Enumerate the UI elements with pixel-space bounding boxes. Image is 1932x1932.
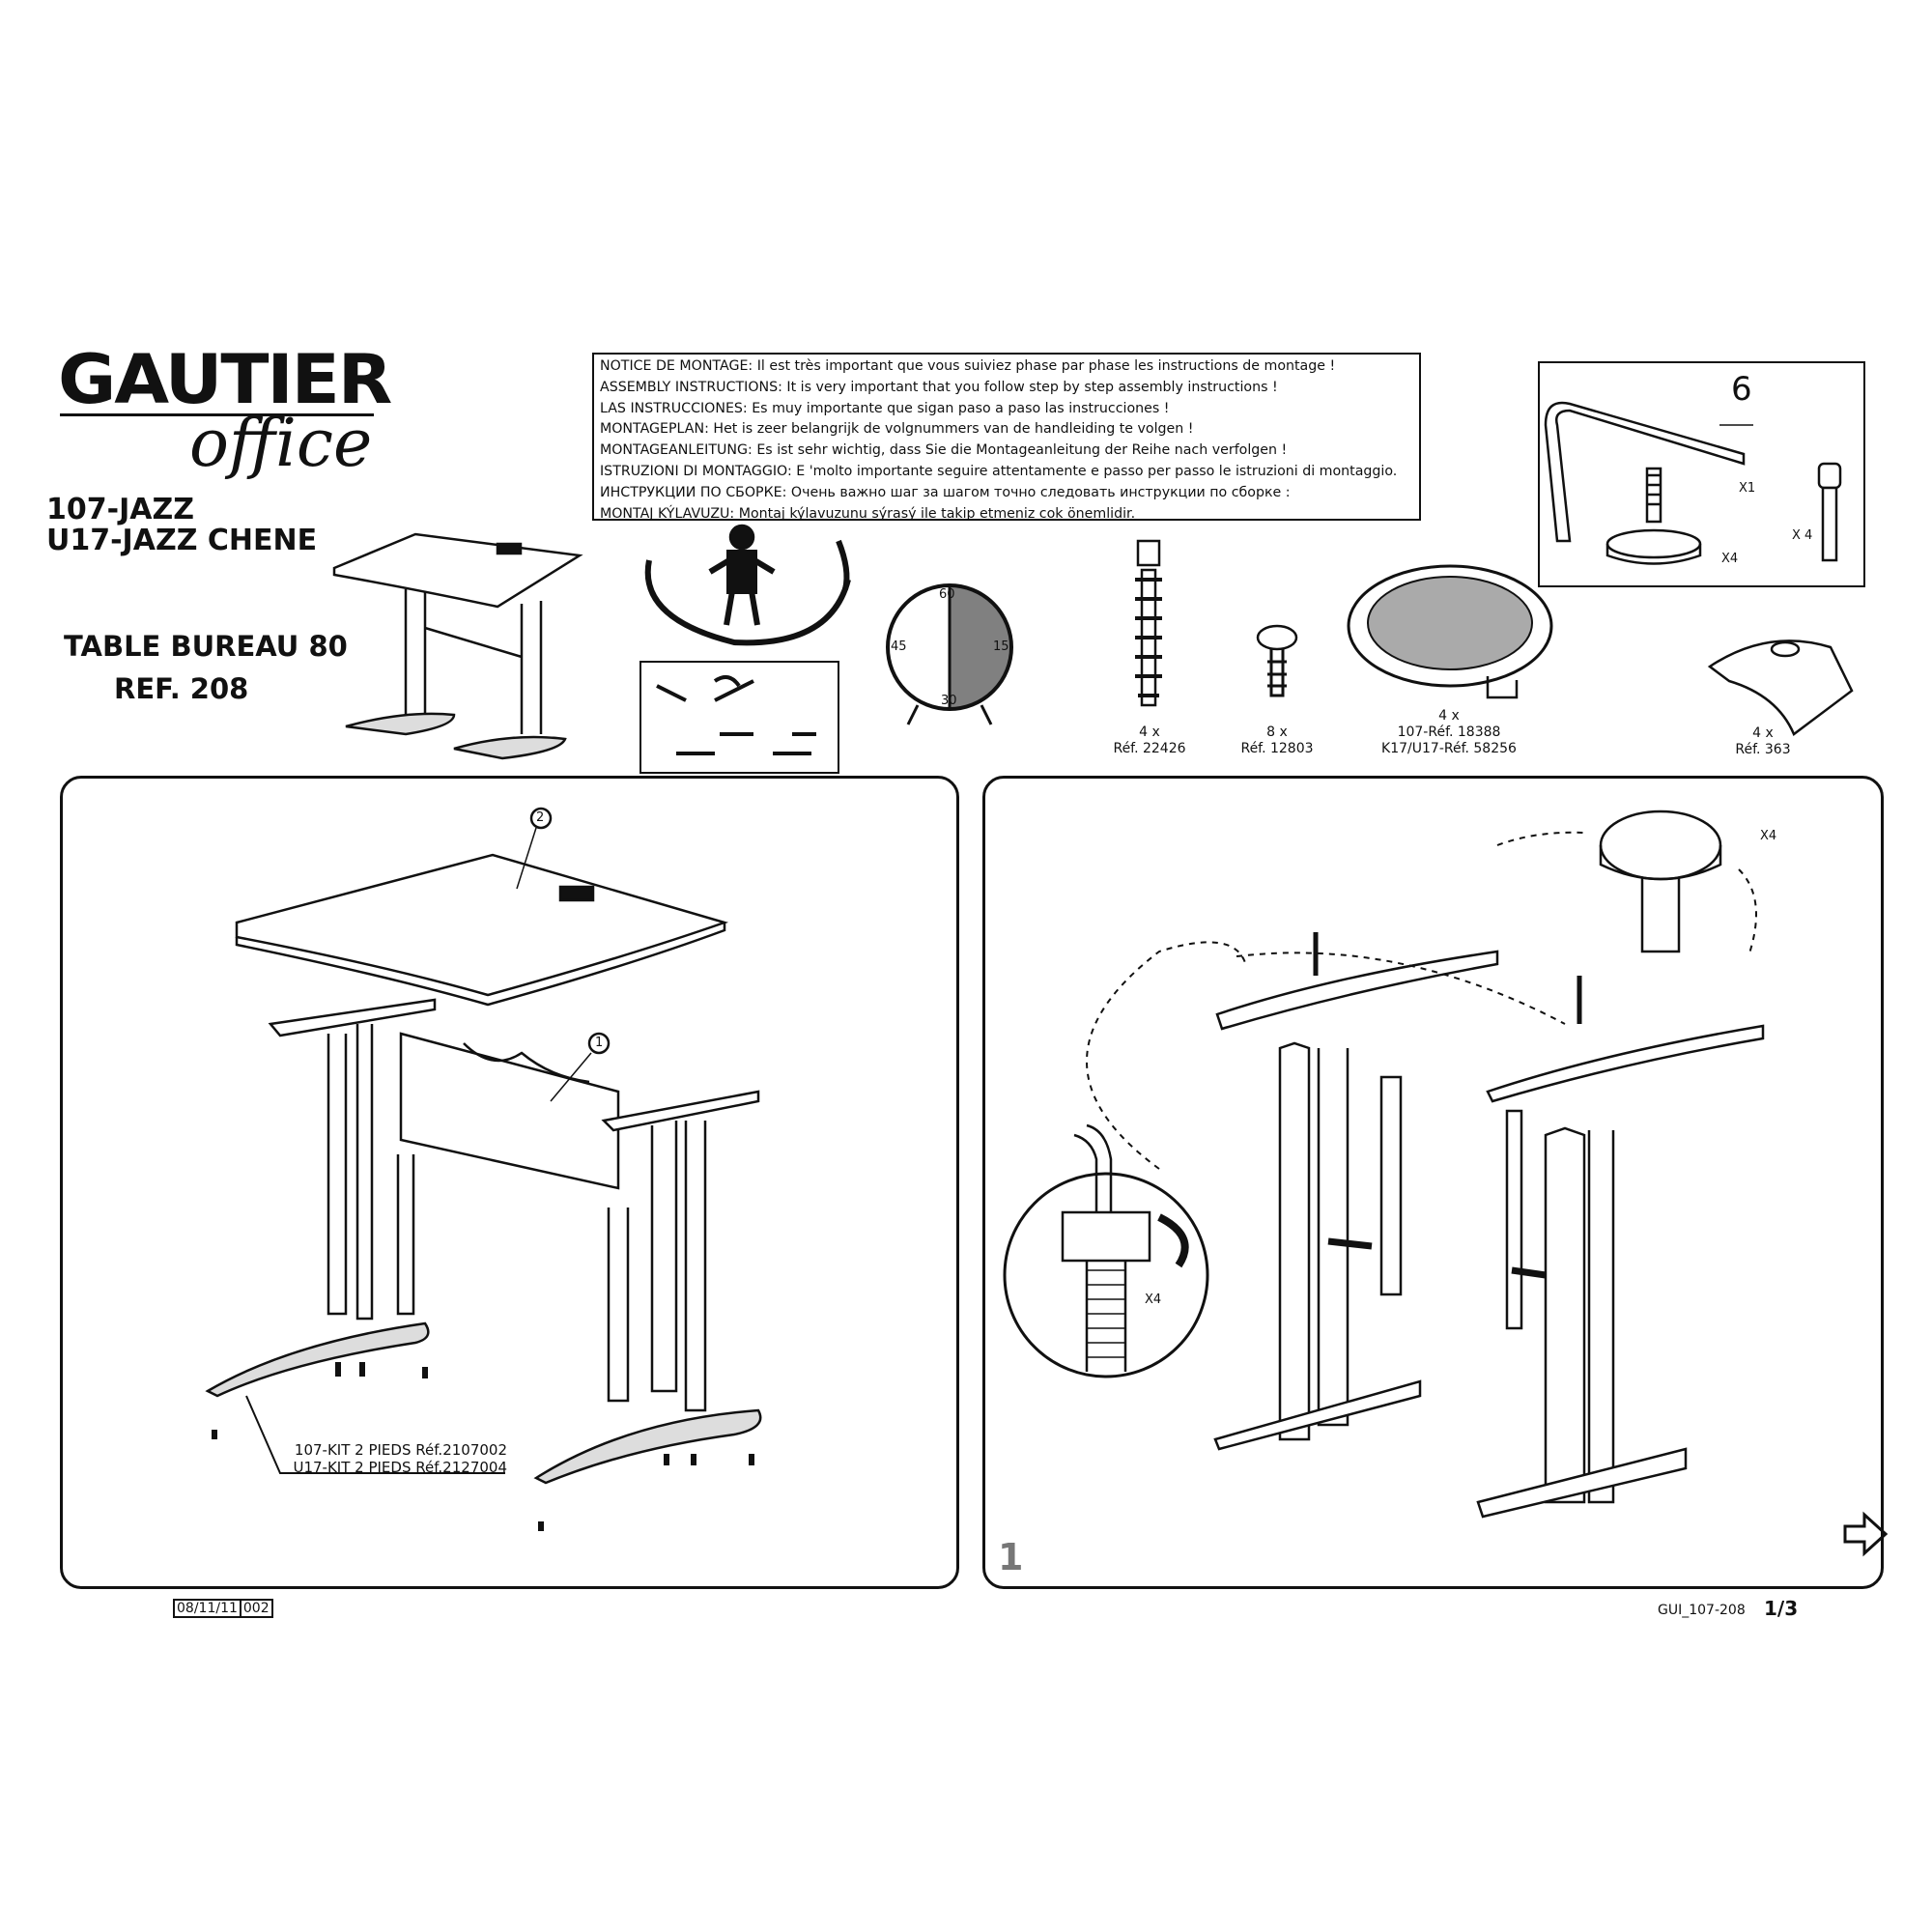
notice-line: MONTAJ KÝLAVUZU: Montaj kýlavuzunu sýras… [600,505,1136,521]
two-person-icon [644,524,851,646]
model-name-1: 107-JAZZ [46,493,194,526]
notice-line: MONTAGEPLAN: Het is zeer belangrijk de v… [600,421,1194,438]
clock-label-45: 45 [891,639,907,654]
brand-logo: GAUTIER [58,340,392,419]
clock-label-30: 30 [941,694,957,708]
hex-key-size: 6 [1731,370,1752,409]
step-panel-left [60,776,959,1589]
assembly-notice: NOTICE DE MONTAGE: Il est très important… [592,353,1421,521]
screw-part-drawing [1256,624,1298,697]
product-title: TABLE BUREAU 80 [64,630,348,663]
notice-line: ASSEMBLY INSTRUCTIONS: It is very import… [600,379,1278,395]
logo-divider [60,413,374,416]
document-code: GUI_107-208 [1658,1603,1746,1618]
tools-box [1538,361,1865,587]
detail-qty-label: X4 [1145,1293,1162,1307]
callout-1: 1 [595,1036,604,1050]
brand-logo-sub: office [189,406,373,482]
notice-line: ISTRUZIONI DI MONTAGGIO: E 'molto import… [600,463,1398,479]
page-number: 1/3 [1764,1597,1799,1620]
bolt-drawing [1817,462,1842,562]
exploded-desk-drawing [205,807,762,1531]
notice-line: MONTAGEANLEITUNG: Es ist sehr wichtig, d… [600,442,1288,459]
notice-line: ИНСТРУКЦИИ ПО СБОРКЕ: Очень важно шаг за… [600,484,1291,500]
notice-line: LAS INSTRUCCIONES: Es muy importante que… [600,400,1170,416]
foot-qty: X4 [1721,552,1739,566]
bolt-qty: X 4 [1792,528,1813,543]
dowel-part-drawing [1135,539,1162,707]
foot-qty-label: X4 [1760,829,1777,843]
step-panel-right [982,776,1884,1589]
adjustable-foot-drawing [1605,467,1702,565]
next-page-arrow-icon[interactable] [1840,1512,1889,1555]
model-name-2: U17-JAZZ CHENE [46,524,318,557]
grommet-cap-drawing [1347,564,1553,699]
leg-assembly-drawing [1003,810,1889,1557]
hex-key-drawing [1544,401,1753,543]
clock-label-60: 60 [939,587,955,602]
hex-key-qty: X1 [1739,481,1756,496]
tools-required-box [639,661,839,774]
bracket-part-drawing [1707,639,1854,736]
notice-line: NOTICE DE MONTAGE: Il est très important… [600,358,1336,374]
desk-preview-drawing [332,532,583,760]
clock-label-15: 15 [993,639,1009,654]
product-ref: REF. 208 [114,672,249,705]
callout-2: 2 [536,810,545,825]
step-number: 1 [998,1536,1024,1578]
time-clock-icon [886,583,1013,725]
